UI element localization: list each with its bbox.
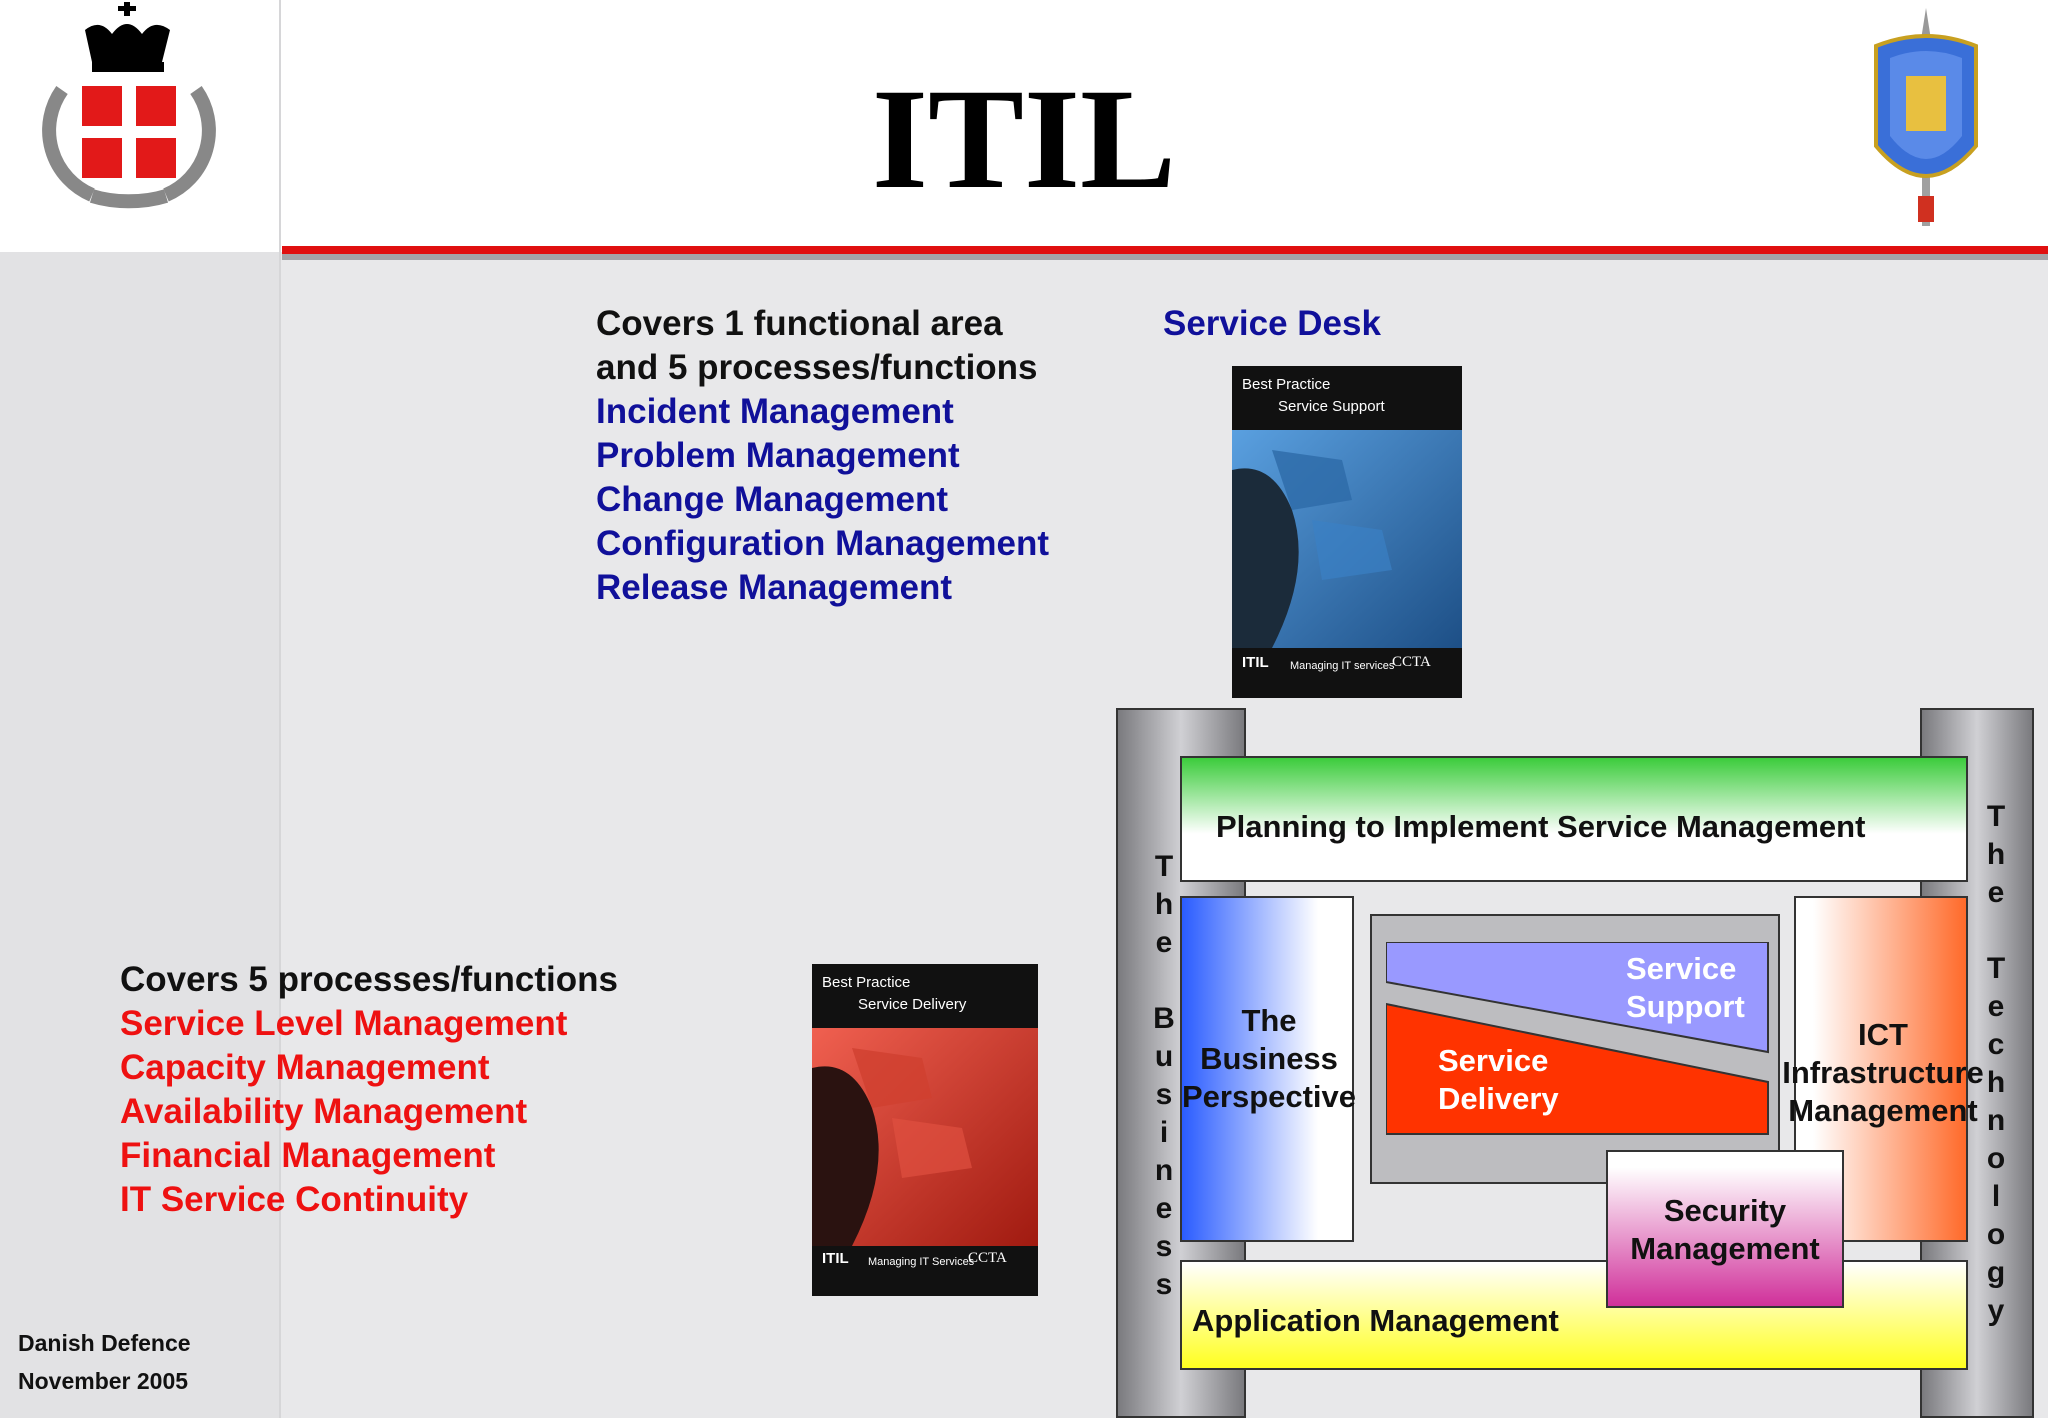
book-itil-mark: ITIL <box>1242 654 1269 671</box>
business-pillar-label: T h e B u s i n e s s <box>1153 850 1175 1301</box>
danish-defence-crown-logo-icon <box>30 0 230 230</box>
vertical-divider <box>279 0 281 1418</box>
ict-infrastructure-label: ICT Infrastructure Management <box>1782 1017 1984 1128</box>
header-red-rule <box>282 246 2048 254</box>
footer-organization: Danish Defence <box>18 1330 191 1356</box>
service-delivery-label: Service Delivery <box>1438 1043 1559 1116</box>
service-delivery-text: Covers 5 processes/functions Service Lev… <box>120 958 618 1222</box>
delivery-item-capacity: Capacity Management <box>120 1048 490 1087</box>
book-title: Service Support <box>1278 398 1385 415</box>
coat-of-arms-icon <box>1866 6 1986 236</box>
book-brand: Best Practice <box>822 974 911 991</box>
delivery-item-availability: Availability Management <box>120 1092 528 1131</box>
planning-label: Planning to Implement Service Management <box>1216 809 1866 844</box>
itil-framework-diagram: T h e B u s i n e s s T h e T e c h n o … <box>1116 708 2036 1418</box>
service-support-label: Service Support <box>1626 951 1745 1024</box>
service-support-text: Covers 1 functional area and 5 processes… <box>596 302 1049 610</box>
ict-infrastructure-box: ICT Infrastructure Management <box>1782 896 1984 1242</box>
service-wedges <box>1386 942 1769 1135</box>
application-management-label: Application Management <box>1192 1303 1559 1338</box>
footer-date: November 2005 <box>18 1368 189 1394</box>
support-item-configuration: Configuration Management <box>596 524 1050 563</box>
service-desk-label: Service Desk <box>1163 304 1381 343</box>
book-subtitle: Managing IT Services <box>868 1256 975 1268</box>
technology-pillar-label: T h e T e c h n o l o g y <box>1986 800 2006 1327</box>
left-margin-strip <box>0 252 280 1418</box>
security-management-label: Security Management <box>1630 1193 1820 1266</box>
book-brand: Best Practice <box>1242 376 1331 393</box>
delivery-item-continuity: IT Service Continuity <box>120 1180 469 1219</box>
book-subtitle: Managing IT services <box>1290 660 1395 672</box>
delivery-item-service-level: Service Level Management <box>120 1004 568 1043</box>
book-itil-mark: ITIL <box>822 1250 849 1267</box>
business-perspective-label: The Business Perspective <box>1181 1003 1357 1114</box>
support-item-release: Release Management <box>596 568 952 607</box>
service-support-book-cover: Best Practice Service Support ITIL Manag… <box>1232 366 1462 698</box>
planning-box: Planning to Implement Service Management <box>1180 756 1968 882</box>
application-management-box: Application Management <box>1180 1260 1968 1370</box>
business-perspective-box: The Business Perspective <box>1180 896 1356 1242</box>
delivery-item-financial: Financial Management <box>120 1136 496 1175</box>
support-intro-line-2: and 5 processes/functions <box>596 348 1038 387</box>
support-intro-line-1: Covers 1 functional area <box>596 304 1003 343</box>
book-title: Service Delivery <box>858 996 967 1013</box>
header-grey-rule <box>282 254 2048 260</box>
support-item-incident: Incident Management <box>596 392 954 431</box>
slide-title: ITIL <box>871 60 1177 219</box>
delivery-intro: Covers 5 processes/functions <box>120 960 618 999</box>
support-item-problem: Problem Management <box>596 436 960 475</box>
support-item-change: Change Management <box>596 480 948 519</box>
service-delivery-book-cover: Best Practice Service Delivery ITIL Mana… <box>812 964 1038 1296</box>
security-management-box: Security Management <box>1606 1150 1844 1308</box>
book-ccta-mark: CCTA <box>1392 654 1431 670</box>
book-ccta-mark: CCTA <box>968 1250 1007 1266</box>
slide-header <box>0 0 2048 252</box>
service-management-box: Service Support Service Delivery <box>1370 914 1780 1184</box>
